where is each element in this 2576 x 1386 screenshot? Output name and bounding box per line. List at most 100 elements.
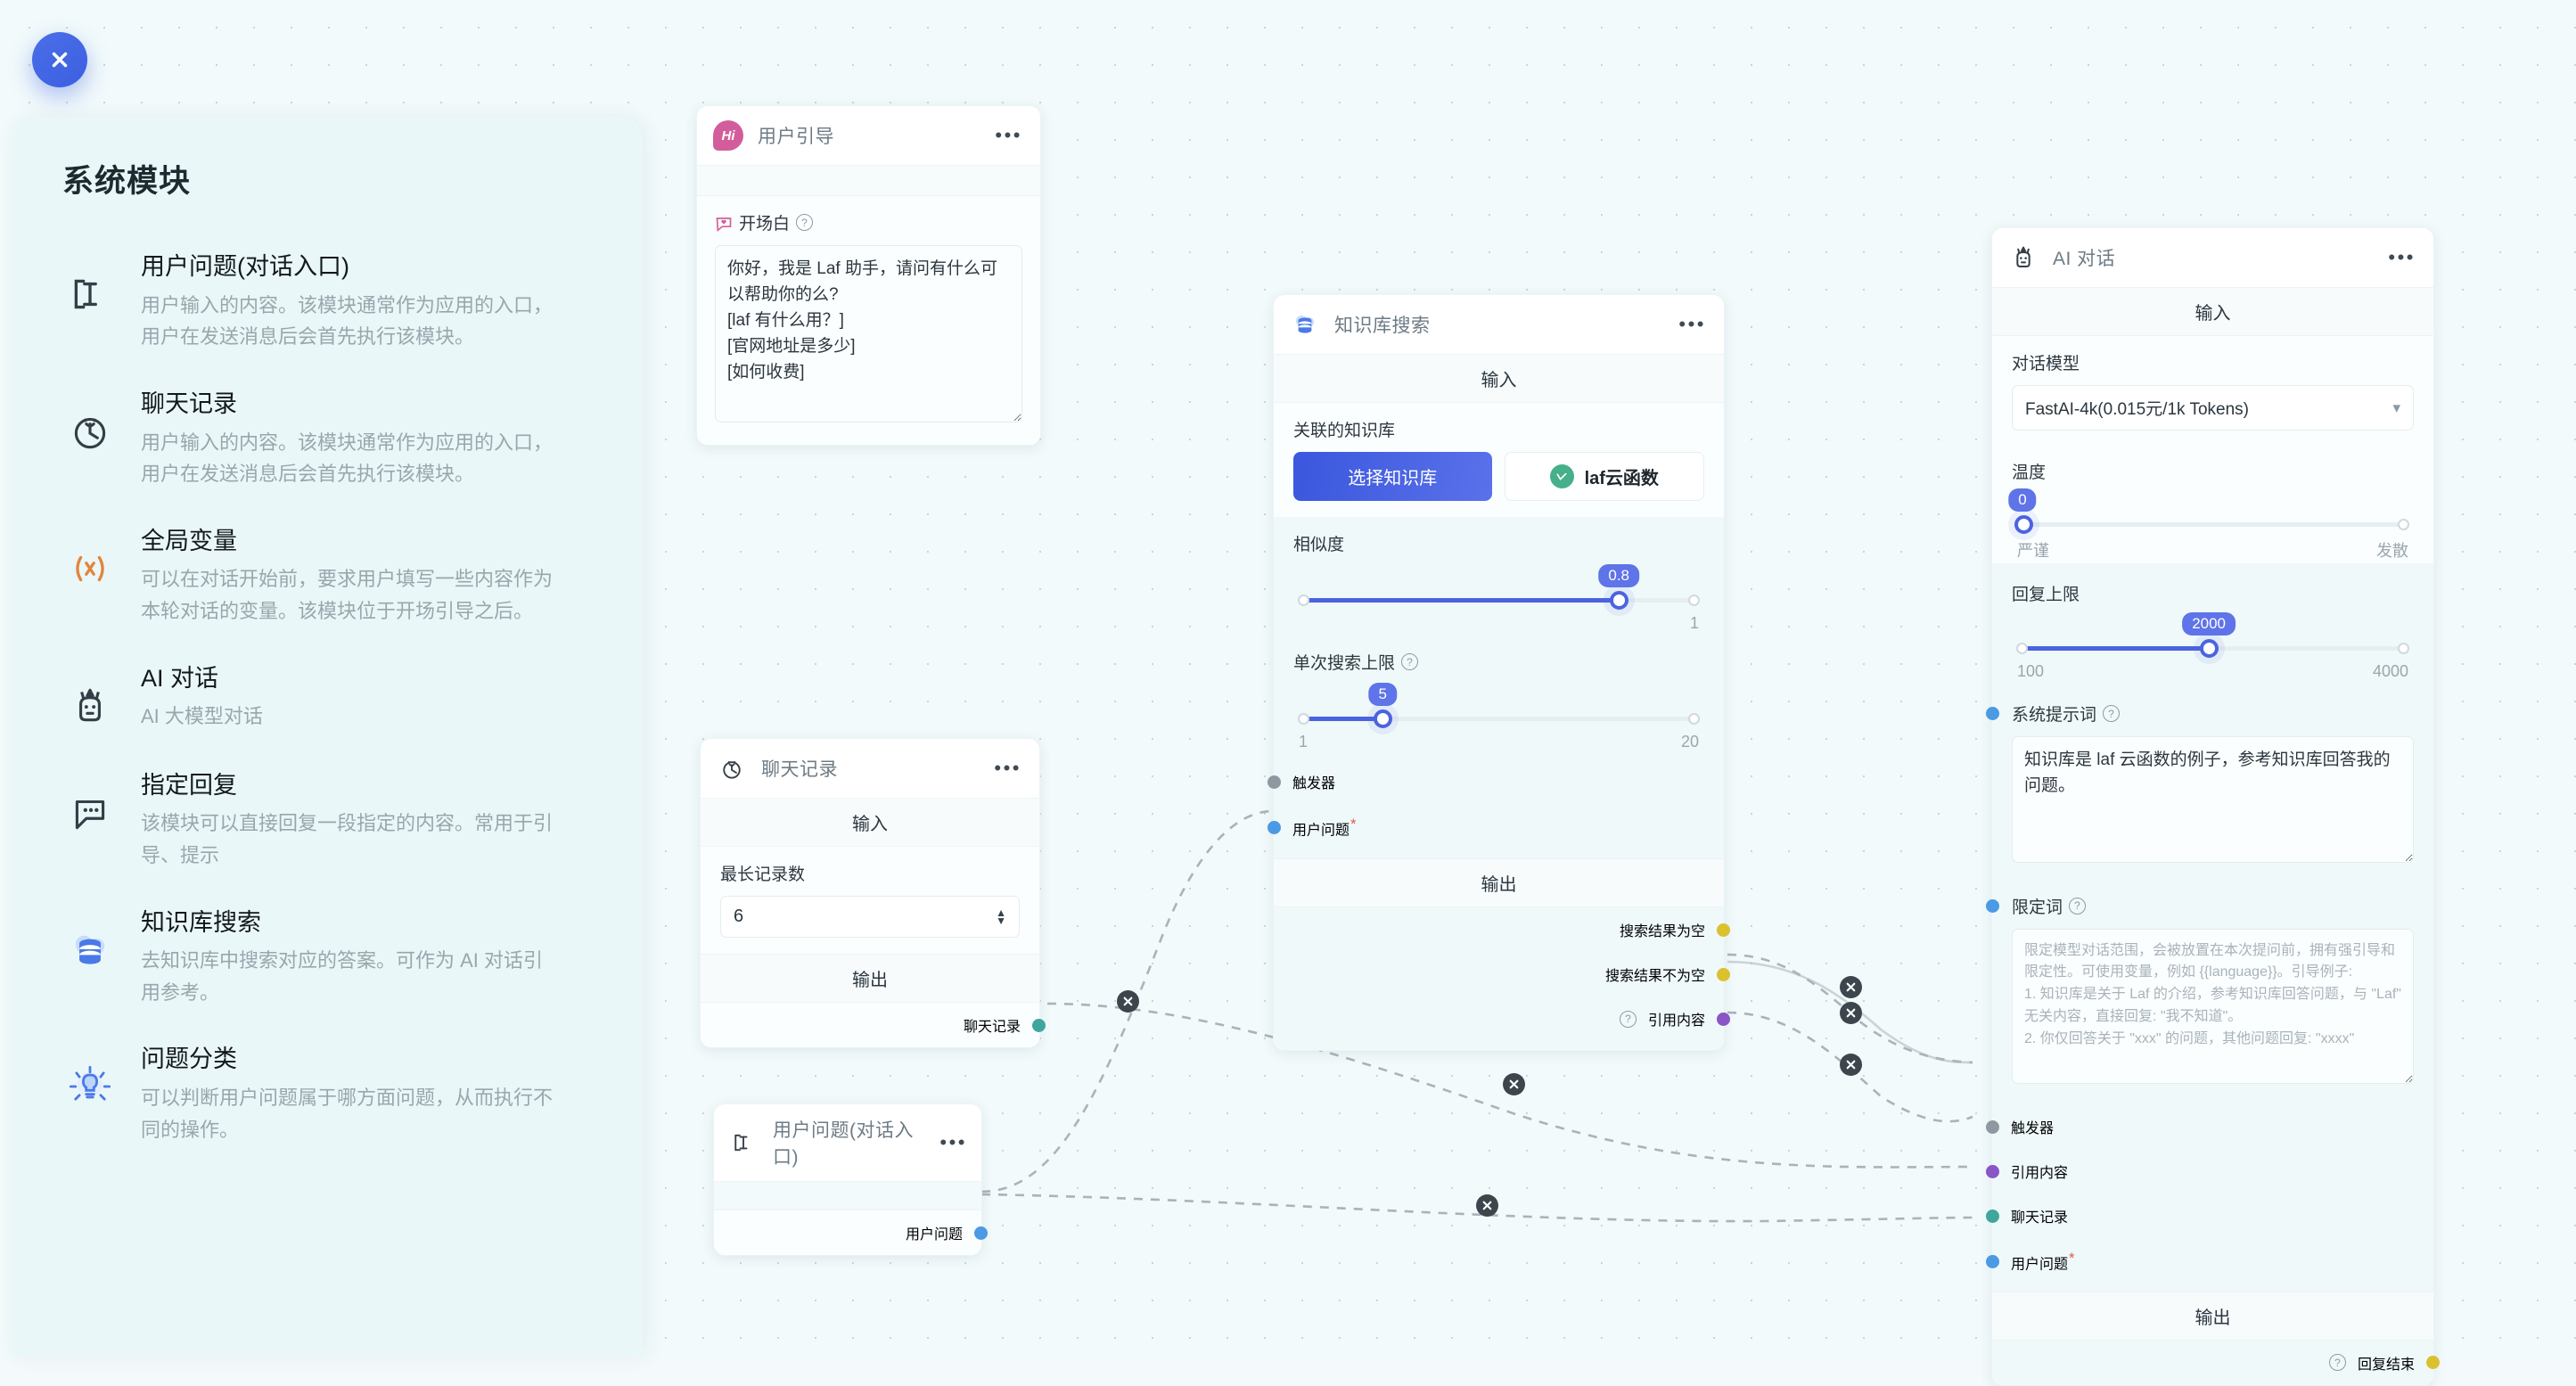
edge-delete-icon[interactable] — [1840, 1054, 1862, 1076]
required-marker: * — [1350, 816, 1357, 832]
edge-delete-icon[interactable] — [1840, 976, 1862, 998]
hi-badge-icon: Hi — [713, 120, 743, 151]
node-header[interactable]: 聊天记录 ••• — [701, 739, 1039, 798]
model-select[interactable]: FastAI-4k(0.015元/1k Tokens) ▾ — [2012, 385, 2414, 431]
output-port[interactable] — [2426, 1356, 2440, 1370]
slider-cap-right — [1688, 713, 1700, 725]
input-port[interactable] — [1986, 1119, 1999, 1134]
slider-knob[interactable] — [2200, 639, 2219, 658]
sidebar-item-specified-reply[interactable]: 指定回复 该模块可以直接回复一段指定的内容。常用于引导、提示 — [12, 752, 643, 890]
output-port[interactable] — [1717, 1012, 1730, 1026]
system-prompt-label-text: 系统提示词 — [2012, 706, 2097, 725]
sidebar-item-question-classify[interactable]: 问题分类 可以判断用户问题属于哪方面问题，从而执行不同的操作。 — [12, 1026, 643, 1163]
output-port[interactable] — [1717, 923, 1730, 937]
output-label: 用户问题 — [905, 1227, 963, 1242]
opening-textarea[interactable] — [715, 245, 1022, 423]
input-user-question[interactable]: 用户问题* — [1267, 804, 1724, 858]
temperature-label: 温度 — [2012, 463, 2047, 482]
system-prompt-textarea[interactable] — [2012, 736, 2414, 863]
node-kb-search[interactable]: 知识库搜索 ••• 输入 关联的知识库 选择知识库 laf云函数 相似度 — [1267, 294, 1730, 1052]
node-user-guide[interactable]: Hi 用户引导 ••• 开场白 ? — [696, 105, 1041, 447]
input-port[interactable] — [1267, 820, 1281, 834]
output-label: 搜索结果不为空 — [1604, 969, 1705, 985]
input-port[interactable] — [1986, 898, 1999, 913]
output-search-not-empty[interactable]: 搜索结果不为空 — [1274, 952, 1730, 996]
max-records-stepper[interactable]: 6 ▲▼ — [720, 896, 1020, 938]
node-menu-button[interactable]: ••• — [994, 757, 1021, 779]
node-menu-button[interactable]: ••• — [2388, 246, 2416, 268]
input-port[interactable] — [1986, 1254, 1999, 1268]
output-port[interactable] — [974, 1226, 988, 1240]
slider-min-label: 1 — [1299, 733, 1309, 750]
edge-delete-icon[interactable] — [1117, 990, 1139, 1013]
node-ai-chat[interactable]: AI 对话 ••• 输入 对话模型 FastAI-4k(0.015元/1k To… — [1986, 227, 2440, 1386]
input-trigger[interactable]: 触发器 — [1267, 759, 1724, 804]
sidebar-item-chat-history[interactable]: 聊天记录 用户输入的内容。该模块通常作为应用的入口，用户在发送消息后会首先执行该… — [12, 371, 643, 508]
input-port[interactable] — [1986, 1209, 1999, 1223]
node-menu-button[interactable]: ••• — [1678, 313, 1706, 335]
input-section-header: 输入 — [701, 798, 1039, 847]
edge-delete-icon[interactable] — [1476, 1194, 1498, 1217]
sidebar-item-desc: 该模块可以直接回复一段指定的内容。常用于引导、提示 — [141, 812, 554, 866]
node-header[interactable]: 知识库搜索 ••• — [1274, 295, 1724, 354]
temperature-slider[interactable]: 0 严谨 发散 — [2008, 488, 2409, 560]
stepper-arrows-icon[interactable]: ▲▼ — [996, 906, 1006, 927]
select-kb-button[interactable]: 选择知识库 — [1293, 452, 1492, 501]
kb-tag-label: laf云函数 — [1584, 469, 1659, 488]
output-port[interactable] — [1032, 1018, 1046, 1032]
sidebar-item-desc: 用户输入的内容。该模块通常作为应用的入口，用户在发送消息后会首先执行该模块。 — [141, 293, 554, 349]
node-header[interactable]: 用户问题(对话入口) ••• — [714, 1104, 981, 1181]
node-header[interactable]: AI 对话 ••• — [1992, 228, 2433, 287]
help-icon[interactable]: ? — [1401, 653, 1419, 670]
sidebar-item-ai-chat[interactable]: AI 对话 AI 大模型对话 — [12, 645, 643, 752]
close-icon — [1509, 1079, 1519, 1089]
sidebar-item-global-variable[interactable]: 全局变量 可以在对话开始前，要求用户填写一些内容作为本轮对话的变量。该模块位于开… — [12, 508, 643, 645]
slider-max-label: 发散 — [2376, 542, 2408, 560]
help-icon[interactable]: ? — [1619, 1010, 1637, 1028]
slider-cap-right — [1688, 595, 1700, 606]
slider-knob[interactable] — [1374, 709, 1393, 728]
required-marker: * — [2069, 1250, 2075, 1267]
input-label: 触发器 — [2011, 1121, 2055, 1137]
input-trigger[interactable]: 触发器 — [1986, 1104, 2433, 1149]
input-quote-content[interactable]: 引用内容 — [1986, 1149, 2433, 1193]
slider-max-label: 20 — [1680, 733, 1699, 750]
input-port[interactable] — [1986, 1164, 1999, 1178]
node-header[interactable]: Hi 用户引导 ••• — [697, 106, 1040, 165]
sidebar-item-desc: 可以在对话开始前，要求用户填写一些内容作为本轮对话的变量。该模块位于开场引导之后… — [141, 568, 554, 622]
similarity-slider[interactable]: 0.8 1 — [1298, 564, 1700, 632]
search-limit-slider[interactable]: 5 1 20 — [1298, 683, 1700, 750]
slider-track — [2017, 522, 2408, 527]
kb-tag-laf[interactable]: laf云函数 — [1504, 452, 1704, 501]
edge-delete-icon[interactable] — [1840, 1002, 1862, 1024]
slider-knob[interactable] — [1610, 591, 1629, 610]
help-icon[interactable]: ? — [2069, 897, 2087, 914]
input-chat-history[interactable]: 聊天记录 — [1986, 1193, 2433, 1238]
input-user-question[interactable]: 用户问题* — [1986, 1238, 2433, 1291]
help-icon[interactable]: ? — [796, 214, 814, 231]
max-tokens-slider[interactable]: 2000 100 4000 — [2016, 612, 2409, 680]
database-icon — [1290, 309, 1320, 340]
output-chat-history[interactable]: 聊天记录 — [701, 1003, 1046, 1047]
output-port[interactable] — [1717, 967, 1730, 981]
sidebar-item-user-question[interactable]: 用户问题(对话入口) 用户输入的内容。该模块通常作为应用的入口，用户在发送消息后… — [12, 234, 643, 371]
edge-delete-icon[interactable] — [1503, 1073, 1525, 1095]
node-menu-button[interactable]: ••• — [939, 1131, 967, 1153]
output-user-question[interactable]: 用户问题 — [714, 1210, 988, 1255]
input-port[interactable] — [1267, 775, 1281, 789]
help-icon[interactable]: ? — [2103, 705, 2121, 722]
output-quote-content[interactable]: ? 引用内容 — [1274, 996, 1730, 1041]
output-search-empty[interactable]: 搜索结果为空 — [1274, 907, 1730, 952]
slider-knob[interactable] — [2014, 515, 2033, 534]
input-port[interactable] — [1986, 707, 1999, 720]
node-chat-history[interactable]: 聊天记录 ••• 输入 最长记录数 6 ▲▼ 输出 聊天记录 — [700, 738, 1046, 1048]
close-panel-button[interactable] — [32, 32, 87, 87]
sidebar-item-label: 聊天记录 — [141, 390, 237, 417]
sidebar-item-kb-search[interactable]: 知识库搜索 去知识库中搜索对应的答案。可作为 AI 对话引用参考。 — [12, 890, 643, 1027]
qualifier-textarea[interactable] — [2012, 928, 2414, 1085]
system-prompt-label: 系统提示词 ? — [2012, 701, 2414, 726]
output-reply-finished[interactable]: ? 回复结束 — [1992, 1341, 2440, 1385]
node-menu-button[interactable]: ••• — [995, 124, 1022, 146]
close-icon — [1846, 1008, 1856, 1018]
node-user-question-entry[interactable]: 用户问题(对话入口) ••• 用户问题 — [713, 1103, 988, 1256]
